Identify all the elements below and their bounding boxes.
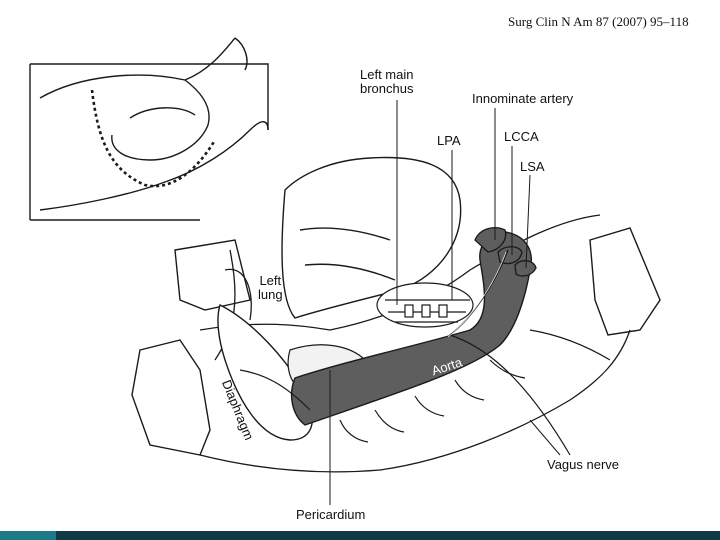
- label-lpa: LPA: [437, 133, 461, 148]
- vagus-nerve: [448, 249, 571, 456]
- label-lcca: LCCA: [504, 129, 539, 144]
- label-pericardium: Pericardium: [296, 507, 366, 522]
- label-innominate-artery: Innominate artery: [472, 91, 574, 106]
- label-left-main-bronchus-line1: Left main: [360, 67, 414, 82]
- footer-accent: [0, 531, 56, 540]
- aorta-shape: [290, 231, 532, 426]
- footer-bar: [0, 531, 720, 540]
- intercostal-vessels: [239, 329, 611, 443]
- diaphragm-shape: [217, 304, 313, 441]
- inset-positioning-sketch: [29, 37, 269, 221]
- label-lsa: LSA: [520, 159, 545, 174]
- label-left-lung-line2: lung: [258, 287, 283, 302]
- label-vagus-nerve: Vagus nerve: [547, 457, 620, 472]
- label-left-main-bronchus: Left main bronchus: [360, 68, 413, 96]
- label-left-lung-line1: Left: [259, 273, 282, 288]
- label-left-lung: Left lung: [258, 274, 283, 302]
- label-left-main-bronchus-line2: bronchus: [360, 81, 414, 96]
- bronchus-lpa-region: [376, 282, 474, 328]
- citation: Surg Clin N Am 87 (2007) 95–118: [508, 14, 689, 29]
- arch-branches: [474, 227, 537, 277]
- left-lung: [281, 156, 462, 319]
- leader-lines: [329, 100, 561, 505]
